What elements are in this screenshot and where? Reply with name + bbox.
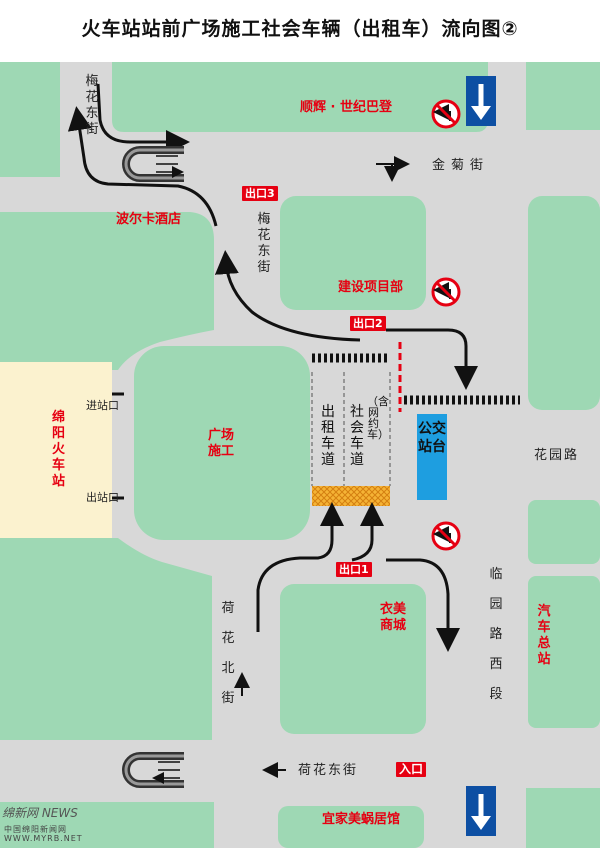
no-left-turn-icon-low — [431, 521, 461, 551]
label-station: 绵阳火车站 — [51, 410, 65, 489]
block-jianshe — [280, 196, 426, 310]
label-shunhui: 顺辉 · 世纪巴登 — [300, 100, 392, 115]
label-yijia: 宜家美蜗居馆 — [322, 812, 401, 827]
no-left-turn-icon — [431, 99, 461, 129]
arrow-meihua-right — [96, 83, 190, 154]
arrow-up-meihua — [67, 106, 218, 227]
block-left-bottom — [0, 538, 212, 740]
label-bolka: 波尔卡酒店 — [116, 212, 182, 227]
block-top-left-edge — [0, 62, 60, 177]
arrow-to-exit3 — [214, 250, 361, 342]
arrow-into-social-lane — [351, 502, 384, 562]
block-yijia — [278, 806, 424, 848]
arrow-exit1-down — [386, 558, 460, 652]
label-guangchang: 广场施工 — [207, 428, 234, 459]
badge-exit2: 出口2 — [350, 316, 386, 331]
block-top-right — [526, 62, 600, 130]
block-guangchang — [134, 346, 310, 540]
street-linyuan: 临园路西段 — [489, 567, 503, 702]
block-bottom-left — [0, 802, 214, 848]
arrow-into-taxi-lane — [256, 502, 344, 632]
badge-exit3: 出口3 — [242, 186, 278, 201]
street-huayuan: 花园路 — [534, 448, 580, 463]
label-exit-gate: 出站口 — [86, 491, 119, 504]
block-yimei — [280, 584, 426, 734]
street-jinju: 金菊街 — [432, 158, 490, 173]
block-bottom-right — [526, 788, 600, 848]
watermark-logo: 绵新网 NEWS — [2, 806, 78, 820]
block-right-mid — [528, 196, 600, 410]
bus-stop-label: 公交站台 — [417, 414, 447, 500]
block-station — [0, 362, 112, 538]
u-turn-icon — [122, 146, 184, 182]
watermark-url: WWW.MYRB.NET — [4, 834, 83, 843]
label-jianshe: 建设项目部 — [338, 280, 404, 295]
one-way-down-icon-bottom — [466, 786, 496, 836]
street-meihua-top: 梅花东街 — [85, 74, 99, 137]
lane-taxi-label: 出租车道 — [321, 404, 335, 468]
block-right-small — [528, 500, 600, 564]
page-title: 火车站站前广场施工社会车辆（出租车）流向图② — [81, 18, 519, 40]
arrow-exit2-turn — [386, 328, 478, 390]
label-yimei: 衣美商城 — [379, 602, 406, 633]
street-meihua-mid: 梅花东街 — [257, 212, 271, 275]
lane-social-note: （含网约车） — [367, 395, 389, 441]
label-qiche: 汽车总站 — [537, 604, 551, 667]
badge-entrance: 入口 — [396, 762, 427, 777]
one-way-down-icon — [466, 76, 496, 126]
lane-social-label: 社会车道 — [350, 404, 364, 468]
block-shunhui — [112, 62, 488, 132]
watermark-site: 中国绵阳新闻网 — [4, 825, 67, 834]
badge-exit1: 出口1 — [336, 562, 372, 577]
no-left-turn-icon-mid — [431, 277, 461, 307]
street-hehua-bei: 荷花北街 — [221, 601, 235, 706]
hatched-zone — [312, 486, 390, 506]
block-qiche — [528, 576, 600, 728]
block-bolka — [0, 212, 214, 370]
street-hehua-dong: 荷花东街 — [298, 763, 359, 778]
u-turn-icon-bottom — [122, 752, 184, 788]
label-entry-gate: 进站口 — [86, 399, 119, 412]
